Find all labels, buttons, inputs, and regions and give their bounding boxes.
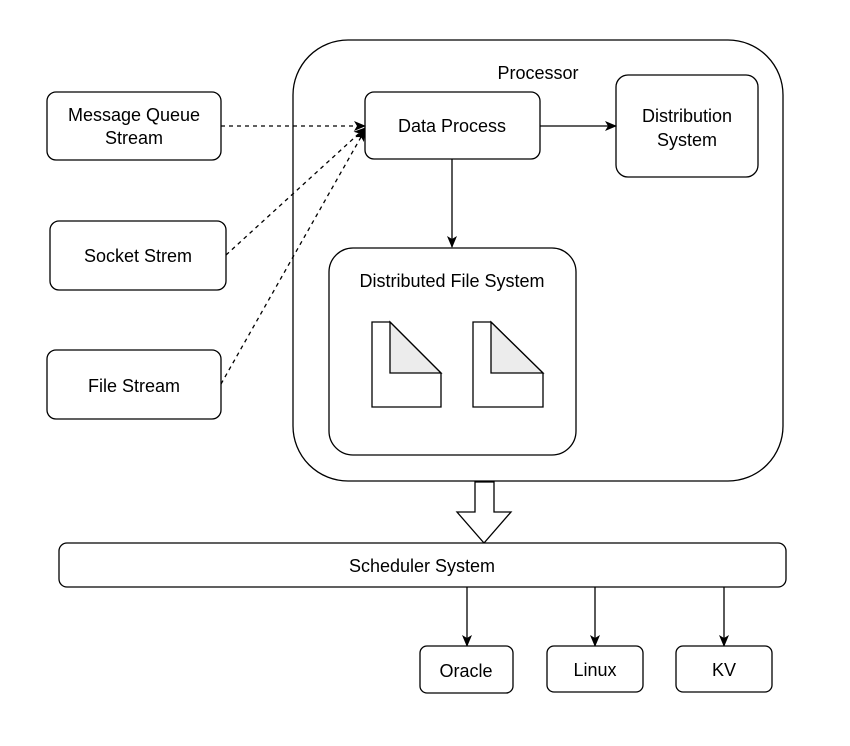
- distributed-file-system-label: Distributed File System: [359, 271, 544, 291]
- linux-label: Linux: [573, 660, 616, 680]
- distribution-system-node: Distribution System: [615, 74, 759, 178]
- scheduler-connectors: [462, 587, 729, 647]
- data-process-label: Data Process: [398, 116, 506, 136]
- socket-stream-node: Socket Strem: [49, 220, 227, 291]
- kv-node: KV: [675, 645, 773, 693]
- kv-label: KV: [712, 660, 736, 680]
- message-queue-label-line1: Message Queue: [68, 105, 200, 125]
- file-to-data-process-arrow: [220, 129, 366, 385]
- document-icon: [371, 320, 443, 408]
- data-process-node: Data Process: [364, 91, 541, 160]
- distribution-system-label-line1: Distribution: [642, 106, 732, 126]
- processor-label: Processor: [497, 63, 578, 83]
- file-stream-label: File Stream: [88, 376, 180, 396]
- file-stream-node: File Stream: [46, 349, 222, 420]
- scheduler-system-label: Scheduler System: [349, 556, 495, 576]
- socket-stream-label: Socket Strem: [84, 246, 192, 266]
- oracle-node: Oracle: [419, 645, 514, 694]
- distributed-file-system-node: Distributed File System: [328, 247, 577, 456]
- input-connectors: [220, 121, 366, 385]
- distribution-system-label-line2: System: [657, 130, 717, 150]
- processor-to-scheduler-block-arrow: [455, 481, 513, 544]
- linux-node: Linux: [546, 645, 644, 693]
- scheduler-system-node: Scheduler System: [58, 542, 787, 588]
- document-icon: [472, 320, 545, 408]
- message-queue-label-line2: Stream: [105, 128, 163, 148]
- oracle-label: Oracle: [439, 661, 492, 681]
- message-queue-stream-node: Message Queue Stream: [46, 91, 222, 161]
- processor-connectors: [447, 121, 617, 248]
